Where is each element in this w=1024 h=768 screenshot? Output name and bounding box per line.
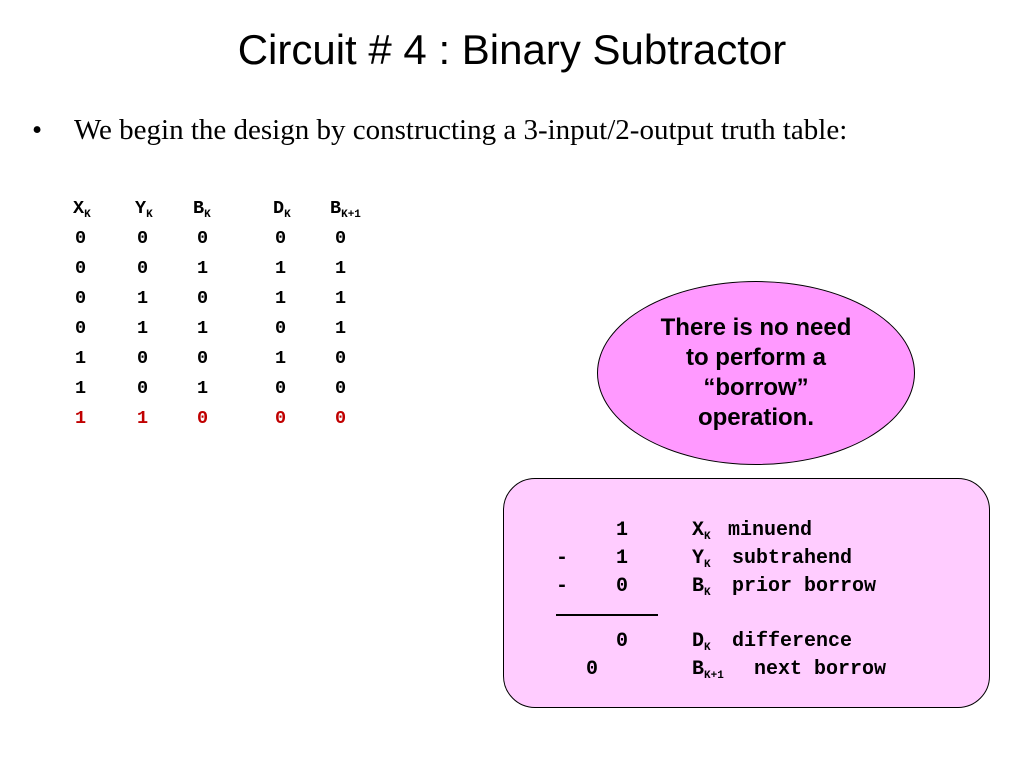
table-cell: 0 bbox=[75, 228, 87, 249]
slide-title: Circuit # 4 : Binary Subtractor bbox=[237, 26, 787, 73]
table-cell: 0 bbox=[275, 228, 287, 249]
table-cell: 1 bbox=[197, 318, 209, 339]
digit: 0 bbox=[616, 575, 629, 598]
operator-sign: - bbox=[556, 547, 569, 570]
variable-label: DK bbox=[692, 630, 711, 654]
table-cell: 0 bbox=[75, 288, 87, 309]
table-cell: 0 bbox=[275, 318, 287, 339]
header-bk1: BK+1 bbox=[330, 198, 361, 221]
table-cell: 0 bbox=[75, 318, 87, 339]
callout-bubble: There is no need to perform a “borrow” o… bbox=[597, 281, 915, 465]
table-cell: 1 bbox=[137, 318, 149, 339]
table-cell: 1 bbox=[137, 408, 149, 429]
variable-label: XK bbox=[692, 519, 711, 543]
operator-sign: - bbox=[556, 575, 569, 598]
description: subtrahend bbox=[732, 547, 853, 570]
header-dk: DK bbox=[273, 198, 291, 221]
header-yk: YK bbox=[135, 198, 153, 221]
table-cell: 0 bbox=[75, 258, 87, 279]
table-cell: 1 bbox=[335, 288, 347, 309]
digit: 1 bbox=[616, 519, 629, 542]
table-cell: 1 bbox=[335, 318, 347, 339]
table-cell: 1 bbox=[275, 258, 287, 279]
table-cell: 0 bbox=[197, 348, 209, 369]
table-cell: 0 bbox=[137, 348, 149, 369]
table-cell: 1 bbox=[137, 288, 149, 309]
variable-label: YK bbox=[692, 547, 711, 571]
table-cell: 1 bbox=[197, 258, 209, 279]
table-cell: 0 bbox=[137, 378, 149, 399]
table-cell: 0 bbox=[275, 408, 287, 429]
variable-label: BK+1 bbox=[692, 658, 724, 682]
table-cell: 1 bbox=[75, 378, 87, 399]
description: prior borrow bbox=[732, 575, 877, 598]
table-cell: 1 bbox=[197, 378, 209, 399]
table-cell: 1 bbox=[75, 348, 87, 369]
header-bk: BK bbox=[193, 198, 211, 221]
digit: 0 bbox=[586, 658, 599, 681]
bullet-marker: • bbox=[32, 114, 43, 146]
sum-divider-line bbox=[556, 614, 658, 616]
table-cell: 0 bbox=[335, 348, 347, 369]
table-cell: 0 bbox=[275, 378, 287, 399]
table-cell: 0 bbox=[137, 228, 149, 249]
table-cell: 0 bbox=[335, 228, 347, 249]
variable-label: BK bbox=[692, 575, 711, 599]
table-cell: 0 bbox=[197, 408, 209, 429]
description: minuend bbox=[728, 519, 813, 542]
table-cell: 0 bbox=[197, 288, 209, 309]
table-cell: 1 bbox=[275, 348, 287, 369]
bullet-point: • We begin the design by constructing a 3… bbox=[32, 112, 847, 148]
digit: 1 bbox=[616, 547, 629, 570]
description: difference bbox=[732, 630, 853, 653]
table-cell: 0 bbox=[335, 378, 347, 399]
table-cell: 1 bbox=[335, 258, 347, 279]
description: next borrow bbox=[754, 658, 887, 681]
table-cell: 0 bbox=[137, 258, 149, 279]
table-cell: 0 bbox=[335, 408, 347, 429]
bullet-text: We begin the design by constructing a 3-… bbox=[74, 114, 848, 146]
table-cell: 1 bbox=[275, 288, 287, 309]
table-cell: 1 bbox=[75, 408, 87, 429]
digit: 0 bbox=[616, 630, 629, 653]
header-xk: XK bbox=[73, 198, 91, 221]
callout-text: There is no need to perform a “borrow” o… bbox=[660, 314, 852, 431]
table-cell: 0 bbox=[197, 228, 209, 249]
